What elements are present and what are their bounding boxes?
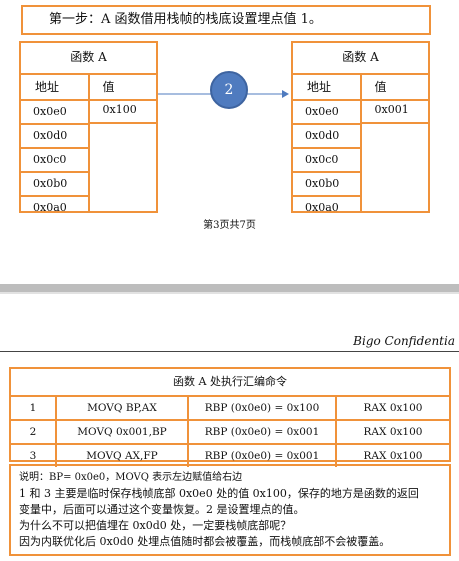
- addr-cell: 0x0c0: [293, 147, 361, 169]
- step-circle: 2: [210, 71, 248, 109]
- asm-command-table: 函数 A 处执行汇编命令 1 MOVQ BP,AX RBP (0x0e0) = …: [9, 367, 451, 467]
- asm-command: MOVQ 0x001,BP: [55, 421, 187, 443]
- asm-command: MOVQ AX,FP: [55, 445, 187, 467]
- rbp-value: RBP (0x0e0) = 0x100: [187, 397, 335, 419]
- right-stack-table: 函数 A 地址 值 0x0e0 0x001 0x0d0 0x0c0 0x0b0 …: [291, 41, 430, 214]
- addr-cell: 0x0c0: [21, 147, 89, 169]
- column-divider: [88, 73, 90, 211]
- explanation-note: 说明：BP= 0x0e0，MOVQ 表示左边赋值给右边 1 和 3 主要是临时保…: [9, 464, 451, 556]
- page-break-shadow: [0, 292, 459, 294]
- note-line: 为什么不可以把值埋在 0x0d0 处，一定要栈帧底部呢？: [19, 519, 292, 532]
- table-row: 2 MOVQ 0x001,BP RBP (0x0e0) = 0x001 RAX …: [11, 421, 449, 445]
- left-table-title: 函数 A: [21, 43, 156, 75]
- value-column-header: 值: [374, 80, 387, 94]
- right-table-title: 函数 A: [293, 43, 428, 75]
- header-rule: [0, 351, 459, 352]
- addr-cell: 0x0e0: [21, 99, 89, 121]
- rax-value: RAX 0x100: [335, 397, 449, 419]
- rbp-value: RBP (0x0e0) = 0x001: [187, 421, 335, 443]
- addr-column-header: 地址: [35, 80, 60, 94]
- note-line: 因为内联优化后 0x0d0 处埋点值随时都会被覆盖，而栈帧底部不会被覆盖。: [19, 535, 391, 548]
- addr-cell: 0x0d0: [21, 123, 89, 145]
- page-break-band: [0, 284, 459, 292]
- addr-cell: 0x0e0: [293, 99, 361, 121]
- addr-cell: 0x0a0: [21, 195, 89, 217]
- addr-column-header: 地址: [307, 80, 332, 94]
- asm-command: MOVQ BP,AX: [55, 397, 187, 419]
- right-value-row-divider: [360, 122, 428, 124]
- row-number: 2: [29, 426, 37, 438]
- rax-value: RAX 0x100: [335, 421, 449, 443]
- step-title: 第一步：A 函数借用栈帧的栈底设置埋点值 1。: [21, 5, 431, 35]
- note-line: 1 和 3 主要是临时保存栈帧底部 0x0e0 处的值 0x100，保存的地方是…: [19, 487, 419, 500]
- value-cell: 0x001: [374, 103, 409, 116]
- rax-value: RAX 0x100: [335, 445, 449, 467]
- left-value-row-divider: [88, 122, 156, 124]
- value-cell: 0x100: [102, 103, 137, 116]
- confidential-label: Bigo Confidentia: [353, 334, 455, 348]
- addr-cell: 0x0a0: [293, 195, 361, 217]
- addr-cell: 0x0b0: [293, 171, 361, 193]
- row-number: 3: [29, 450, 37, 462]
- row-number: 1: [29, 402, 37, 414]
- left-stack-table: 函数 A 地址 值 0x0e0 0x100 0x0d0 0x0c0 0x0b0 …: [19, 41, 158, 214]
- column-divider: [360, 73, 362, 211]
- page-number: 第3页共7页: [203, 220, 256, 231]
- table-row: 1 MOVQ BP,AX RBP (0x0e0) = 0x100 RAX 0x1…: [11, 397, 449, 421]
- value-column-header: 值: [102, 80, 115, 94]
- note-line: 变量中，后面可以通过这个变量恢复。2 是设置埋点的值。: [19, 503, 305, 516]
- asm-table-title: 函数 A 处执行汇编命令: [11, 369, 449, 397]
- addr-cell: 0x0d0: [293, 123, 361, 145]
- addr-cell: 0x0b0: [21, 171, 89, 193]
- rbp-value: RBP (0x0e0) = 0x001: [187, 445, 335, 467]
- note-line: 说明：BP= 0x0e0，MOVQ 表示左边赋值给右边: [19, 472, 243, 483]
- table-row: 3 MOVQ AX,FP RBP (0x0e0) = 0x001 RAX 0x1…: [11, 445, 449, 467]
